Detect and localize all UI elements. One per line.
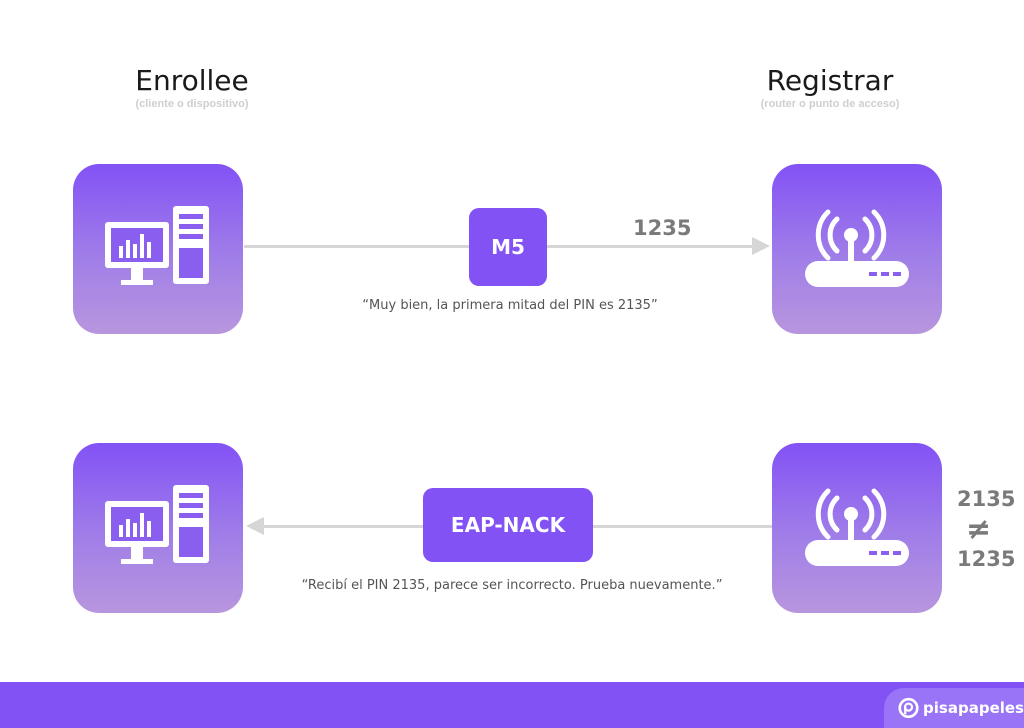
- registrar-subtitle: (router o punto de acceso): [760, 98, 900, 110]
- eap-nack-message-box: EAP-NACK: [423, 488, 593, 562]
- registrar-router-tile-top: [772, 164, 942, 334]
- top-arrowhead-right: [752, 237, 770, 255]
- footer-bar: [0, 682, 1024, 728]
- computer-icon: [105, 206, 209, 285]
- top-caption: “Muy bien, la primera mitad del PIN es 2…: [362, 298, 658, 313]
- logo-text: pisapapeles: [923, 699, 1024, 717]
- received-pin-value: 2135: [957, 487, 1016, 511]
- computer-icon: [105, 485, 209, 564]
- pisapapeles-logo-icon: [898, 697, 919, 719]
- expected-pin-value: 1235: [957, 547, 1016, 571]
- enrollee-title: Enrollee: [135, 64, 249, 97]
- enrollee-subtitle: (cliente o dispositivo): [135, 98, 249, 110]
- enrollee-computer-tile-bottom: [73, 443, 243, 613]
- pisapapeles-logo: pisapapeles: [884, 688, 1024, 728]
- m5-message-box: M5: [469, 208, 547, 286]
- registrar-title: Registrar: [766, 64, 894, 97]
- enrollee-computer-tile-top: [73, 164, 243, 334]
- bottom-caption: “Recibí el PIN 2135, parece ser incorrec…: [301, 578, 723, 593]
- router-icon: [805, 209, 909, 287]
- bottom-arrowhead-left: [246, 517, 264, 535]
- registrar-router-tile-bottom: [772, 443, 942, 613]
- sent-pin-value: 1235: [633, 216, 692, 240]
- not-equal-symbol: ≠: [966, 512, 992, 547]
- router-icon: [805, 488, 909, 566]
